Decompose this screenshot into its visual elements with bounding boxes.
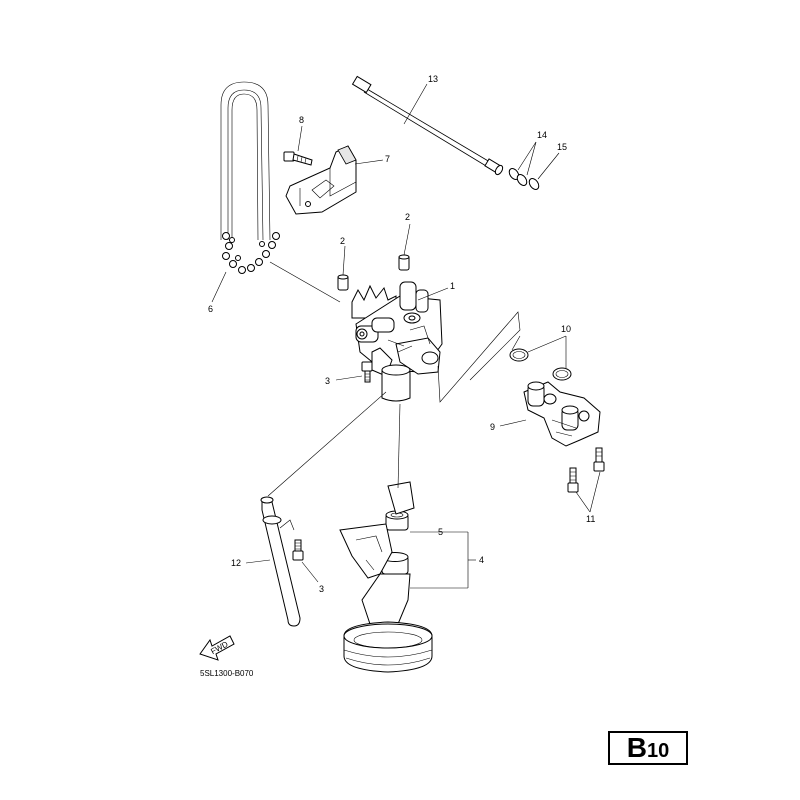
- part-4-oil-strainer: [339, 481, 433, 673]
- callout-3-upper: 3: [325, 376, 330, 386]
- part-12-pipe: [260, 496, 301, 627]
- callout-6: 6: [208, 304, 213, 314]
- callout-12: 12: [231, 558, 241, 568]
- part-13-shaft: [351, 75, 504, 176]
- part-14-15-o-rings: [508, 168, 540, 190]
- part-7-chain-guide: [285, 145, 357, 215]
- callout-13: 13: [428, 74, 438, 84]
- callout-11: 11: [586, 514, 595, 524]
- callout-5: 5: [438, 527, 443, 537]
- fwd-arrow-icon: FWD: [199, 635, 235, 661]
- page-badge: B10: [608, 731, 688, 765]
- callout-2-right: 2: [405, 212, 410, 222]
- part-9-oil-pipe: [523, 381, 601, 447]
- part-8-bolt: [283, 151, 313, 166]
- page-badge-number: 10: [646, 740, 670, 762]
- reference-code: 5SL1300-B070: [200, 669, 254, 678]
- chain-sprocket-links: [222, 232, 280, 274]
- callout-9: 9: [490, 422, 495, 432]
- callout-10: 10: [561, 324, 571, 334]
- part-5-collar: [381, 510, 409, 575]
- page-badge-letter: B: [626, 732, 647, 763]
- callout-numbers: 13 14 15 8 7 2 2 1 6 3 10 9 11 5 4 12 3: [208, 74, 595, 594]
- leader-lines: [211, 83, 601, 589]
- callout-1: 1: [450, 281, 455, 291]
- callout-14: 14: [537, 130, 547, 140]
- part-3-bolt-lower: [292, 539, 304, 561]
- callout-15: 15: [557, 142, 567, 152]
- callout-7: 7: [385, 154, 390, 164]
- callout-8: 8: [299, 115, 304, 125]
- part-6-drive-chain: [220, 81, 280, 274]
- part-1-oil-pump: [351, 281, 443, 402]
- page-badge-text: B10: [627, 734, 669, 762]
- part-10-o-rings: [509, 348, 572, 381]
- callout-3-lower: 3: [319, 584, 324, 594]
- part-2-dowel-pins: [337, 254, 410, 291]
- assembly-lines: [267, 261, 521, 497]
- callout-2-left: 2: [340, 236, 345, 246]
- part-11-bolts: [567, 447, 605, 493]
- callout-4: 4: [479, 555, 484, 565]
- part-3-bolt-upper: [361, 361, 373, 383]
